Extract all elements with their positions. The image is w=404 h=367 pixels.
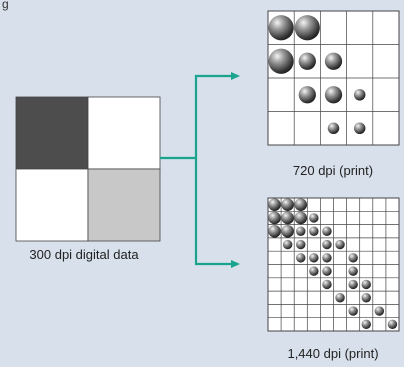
label-720dpi: 720 dpi (print) [292,163,374,178]
grid1440-dot [348,306,358,316]
grid720-dot [353,122,366,135]
grid1440-dot [294,198,308,211]
grid1440-dot [361,293,371,303]
grid1440-dot [348,266,358,276]
source-pixel-white [87,96,161,170]
grid720-dot [268,48,294,74]
arrow-to-1440 [194,158,240,268]
source-pixel-light [87,168,161,242]
grid1440-dot [322,253,332,263]
grid720-dot [298,86,316,104]
grid1440-dot [309,253,319,263]
grid720-dot [324,86,343,104]
grid1440-dot [374,306,385,316]
grid1440-dot [348,279,358,290]
grid720-dot [294,15,320,41]
grid-1440dpi [267,197,400,332]
grid1440-dot [296,239,306,250]
grid1440-dot [268,211,281,225]
grid1440-dot [282,239,293,250]
cropped-text-fragment: g [2,0,9,11]
grid1440-dot [322,266,332,276]
grid1440-dot [322,239,332,250]
grid1440-dot [387,319,398,330]
grid1440-dot [322,226,332,236]
source-pixel-white [15,168,89,242]
source-pixel-grid [15,96,161,242]
grid1440-dot [268,224,281,238]
grid720-dot [268,15,294,41]
grid720-dot [298,52,316,70]
label-1440dpi: 1,440 dpi (print) [287,346,379,361]
grid1440-dot [281,198,294,211]
grid1440-dot [296,253,306,263]
arrow-to-720 [194,72,240,158]
grid1440-dot [281,211,294,225]
grid-720dpi [267,10,400,146]
connector-arrows [160,72,240,268]
grid1440-dot [296,226,306,236]
label-300dpi-source: 300 dpi digital data [29,247,139,262]
grid1440-dot [281,224,294,238]
grid1440-dot [335,239,345,250]
grid1440-dot [294,211,308,225]
grid1440-dot [309,226,319,236]
source-pixel-dark [15,96,89,170]
grid1440-dot [361,279,371,290]
grid1440-dot [309,266,319,276]
grid1440-dot [322,279,332,290]
grid1440-dot [268,198,281,211]
grid1440-dot [309,213,319,223]
grid720-dot [327,122,340,135]
grid720-dot [353,88,366,101]
grid1440-dot [335,293,345,303]
grid720-dot [324,52,343,70]
grid1440-dot [361,319,371,330]
grid1440-dot [348,253,358,263]
